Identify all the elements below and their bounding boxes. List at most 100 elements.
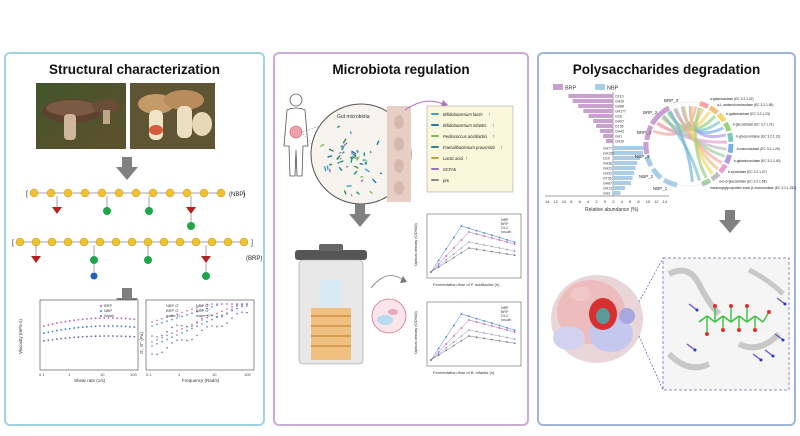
modulus-point (196, 310, 198, 313)
modulus-point (161, 351, 163, 354)
enzyme-arc (708, 105, 719, 115)
glucose-unit (239, 237, 249, 247)
glucose-unit (143, 237, 153, 247)
viscosity-point (64, 320, 67, 323)
ligand-bond (738, 315, 748, 323)
modulus-point (221, 314, 223, 317)
residue (764, 349, 774, 357)
down-arrow-4 (719, 210, 741, 233)
docking-zoom-box (662, 257, 790, 391)
enzyme-arc (716, 112, 727, 123)
oxygen-atom (713, 304, 717, 308)
oxygen-atom (737, 328, 741, 332)
enzyme-label: b-mannosidase (EC 3.2.1.25) (737, 147, 780, 151)
modulus-point (151, 353, 153, 355)
glucose-unit (148, 188, 158, 198)
viscosity-point (90, 325, 93, 328)
legend-nbp: NBP (607, 86, 619, 92)
glucose-unit (29, 188, 39, 198)
glucose-unit (63, 188, 73, 198)
modulus-point (236, 312, 238, 315)
enzyme-arc (718, 163, 728, 174)
svg-text:[: [ (12, 240, 14, 247)
viscosity-point (111, 317, 114, 319)
modulus-point (216, 315, 218, 318)
nbp-label: (NBP) (229, 192, 245, 198)
viscosity-point (99, 317, 101, 320)
glucose-unit (191, 237, 201, 247)
modulus-point (166, 330, 168, 333)
brp-family-label: GH28 (615, 140, 624, 144)
nbp-bar (613, 166, 636, 170)
modulus-point (176, 334, 178, 336)
nbp-bar (613, 146, 648, 150)
nbp-bar (613, 186, 626, 190)
modulus-point (161, 322, 163, 324)
nbp-family-label: CE9 (603, 157, 610, 161)
nbp-bar (613, 191, 621, 195)
bacterium (359, 162, 364, 165)
modulus-point (206, 321, 208, 323)
viscosity-point (86, 325, 88, 328)
modulus-point (161, 340, 163, 343)
growth-line (430, 241, 515, 273)
down-arrow-3 (349, 204, 371, 227)
viscosity-point (64, 328, 67, 331)
modulus-point (171, 332, 173, 335)
effect-arrow: ↑ (488, 112, 491, 118)
modulus-point (221, 315, 223, 318)
modulus-point (191, 323, 193, 326)
viscosity-point (81, 318, 84, 321)
modulus-point (206, 303, 208, 306)
top-legend-0: NBP (501, 218, 509, 222)
modulus-point (206, 317, 208, 319)
modulus-point (166, 334, 168, 337)
legend-brp: BRP (565, 86, 577, 92)
bacterium (355, 157, 358, 159)
viscosity-point (81, 326, 84, 329)
nbp-family-label: GH77 (603, 147, 612, 151)
viscosity-point (47, 339, 50, 342)
mod-legend-0: NBP G' (166, 303, 179, 308)
abundance-tick: 14 (663, 199, 668, 204)
viscosity-point (51, 338, 54, 341)
modulus-point (176, 339, 178, 341)
bacterium (341, 145, 345, 151)
modulus-point (166, 347, 168, 349)
viscosity-point (68, 336, 71, 339)
growth-chart-bottom: Optical density (OD600) Fermentation tim… (413, 301, 522, 375)
modulus-point (161, 336, 163, 339)
modulus-point (161, 334, 163, 337)
growth-line (430, 247, 515, 273)
viscosity-point (111, 335, 114, 337)
group-label-brp3: BRP_3 (664, 98, 679, 103)
modulus-point (191, 312, 193, 315)
glucose-unit (127, 237, 137, 247)
glucose-unit (111, 237, 121, 247)
top-ylabel: Optical density (OD600) (413, 223, 418, 266)
bacterium (343, 142, 348, 147)
chord-link (694, 107, 708, 179)
bottom-legend-0: NBP (501, 306, 509, 310)
nbp-family-label: GH36 (603, 162, 612, 166)
viscosity-point (103, 317, 106, 319)
modulus-point (191, 327, 193, 330)
abundance-tick: 0 (604, 199, 607, 204)
modulus-point (181, 339, 183, 341)
bacterium (356, 191, 360, 195)
modulus-point (176, 324, 178, 326)
ligand-bond (722, 315, 732, 323)
brp-bar (568, 94, 613, 98)
panel-title-structural: Structural characterization (48, 62, 221, 77)
structural-figure: [ ] (NBP) [ ] (BRP) (12, 83, 262, 383)
enzyme-label: a-galactosidase (EC 3.2.1.22) (710, 97, 754, 101)
abundance-tick: 10 (562, 199, 567, 204)
viscosity-point (99, 335, 101, 337)
enzyme-label: a-L-arabinofuranosidase (EC 3.2.1.55) (717, 103, 773, 107)
modulus-point (156, 339, 158, 341)
oxygen-atom (745, 304, 749, 308)
petri-dish-icon (371, 298, 407, 334)
abundance-tick: 12 (553, 199, 558, 204)
modulus-point (186, 339, 188, 342)
bacterium (336, 155, 341, 160)
